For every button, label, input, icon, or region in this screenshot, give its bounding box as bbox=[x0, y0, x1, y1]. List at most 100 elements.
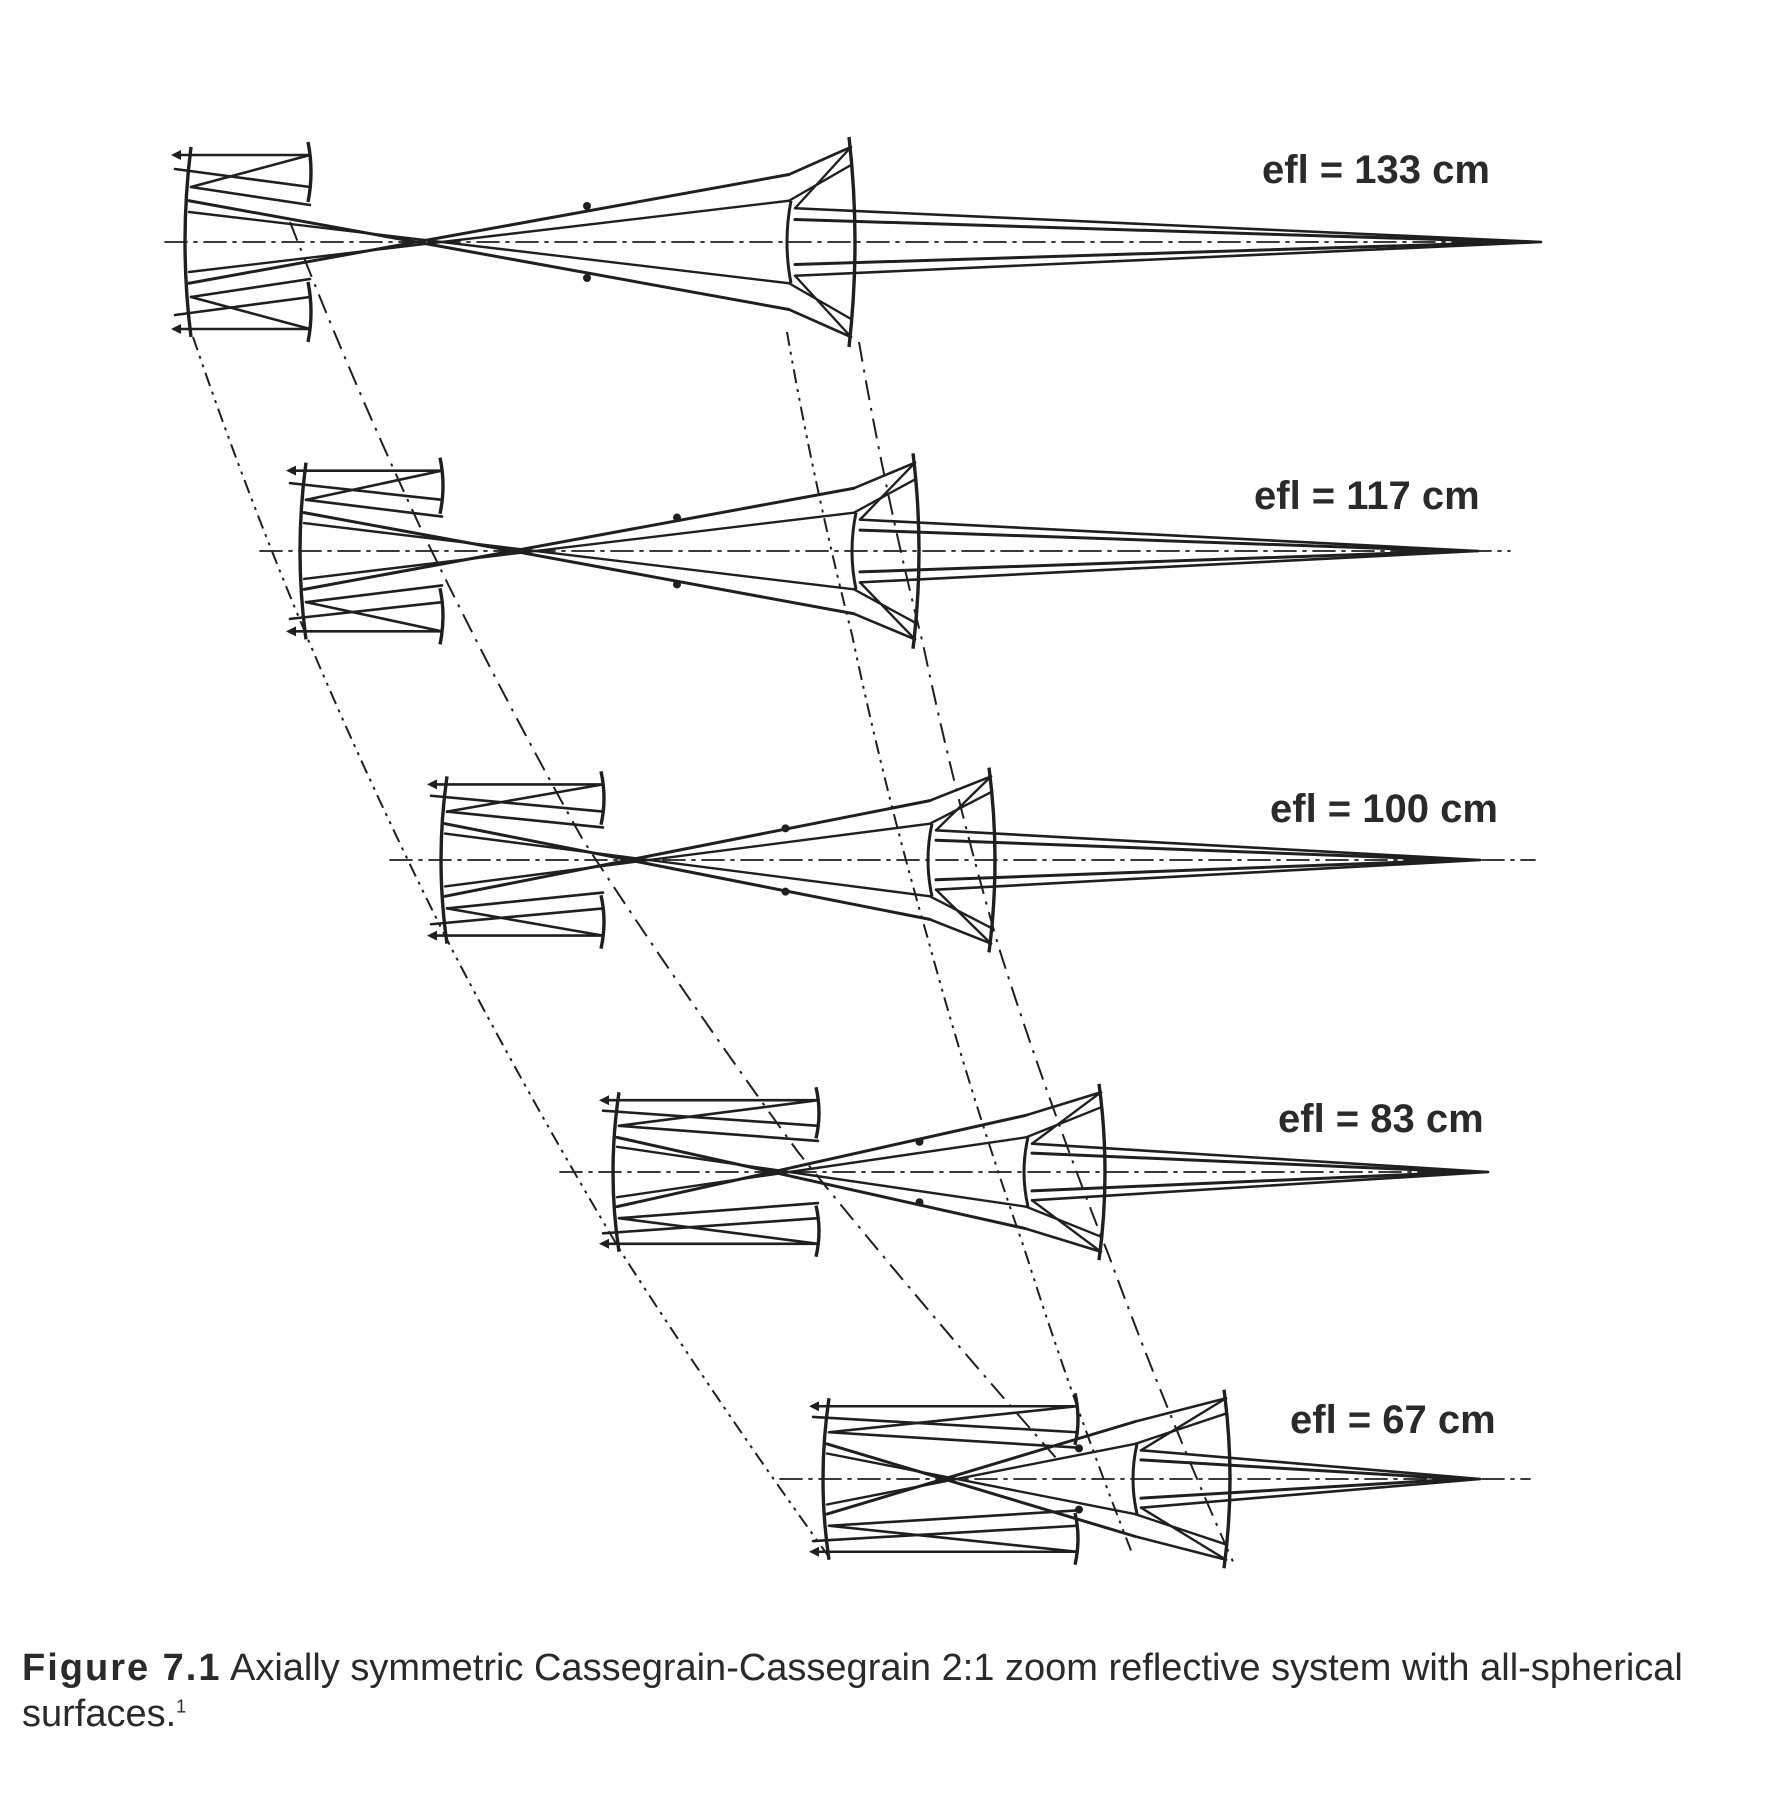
ray-marker bbox=[915, 1198, 924, 1207]
zoom-system-diagram bbox=[164, 136, 1543, 1569]
zoom-configuration-5 bbox=[779, 1389, 1531, 1569]
ray-segment bbox=[445, 891, 605, 910]
ray-to-focus bbox=[1139, 1477, 1462, 1500]
figure-number: Figure 7.1 bbox=[22, 1647, 222, 1689]
zoom-track-4 bbox=[858, 341, 1235, 1565]
ray-cross bbox=[302, 521, 856, 591]
ray-cross bbox=[187, 199, 791, 274]
efl-label-3: efl = 100 cm bbox=[1270, 787, 1498, 831]
ray-fold bbox=[1133, 1512, 1228, 1546]
ray-segment bbox=[189, 153, 312, 189]
ray-cross bbox=[187, 199, 791, 311]
ray-cross bbox=[443, 799, 932, 898]
secondary-mirror-2 bbox=[785, 200, 793, 284]
ray-segment bbox=[811, 1524, 1079, 1543]
zoom-track-3 bbox=[786, 331, 1134, 1556]
ray-marker bbox=[673, 580, 681, 589]
ray-segment bbox=[445, 907, 605, 937]
ray-return bbox=[1030, 1090, 1103, 1145]
ray-marker bbox=[1075, 1505, 1083, 1514]
secondary-mirror-1-upper bbox=[814, 1086, 821, 1139]
secondary-mirror-1-lower bbox=[814, 1205, 821, 1258]
ray-arrow bbox=[809, 1401, 819, 1412]
ray-return bbox=[793, 274, 853, 339]
ray-to-focus bbox=[1139, 1449, 1482, 1481]
configuration-group bbox=[164, 136, 1543, 1569]
ray-marker bbox=[1075, 1444, 1083, 1453]
ray-fold bbox=[928, 918, 993, 945]
ray-to-focus bbox=[934, 828, 1482, 862]
ray-fold bbox=[1024, 1227, 1103, 1254]
ray-fold bbox=[787, 282, 853, 321]
efl-label-5: efl = 67 cm bbox=[1290, 1398, 1496, 1442]
ray-arrow bbox=[171, 324, 181, 334]
ray-fold bbox=[1133, 1535, 1228, 1562]
ray-fold bbox=[787, 308, 853, 339]
ray-arrow bbox=[599, 1238, 609, 1249]
ray-segment bbox=[827, 1404, 1079, 1434]
ray-segment bbox=[288, 600, 444, 621]
ray-to-focus bbox=[1139, 1477, 1482, 1509]
ray-fold bbox=[852, 461, 917, 490]
primary-mirror-2 bbox=[1097, 1083, 1107, 1261]
ray-segment bbox=[304, 498, 444, 518]
ray-cross bbox=[187, 210, 791, 285]
ray-fold bbox=[852, 588, 917, 624]
secondary-mirror-2 bbox=[926, 823, 934, 897]
ray-segment bbox=[445, 783, 605, 813]
ray-cross bbox=[443, 832, 932, 898]
ray-cross bbox=[615, 1136, 1028, 1199]
footnote-marker: 1 bbox=[176, 1696, 187, 1717]
ray-arrow bbox=[286, 465, 296, 476]
ray-cross bbox=[825, 1442, 1137, 1506]
primary-mirror-2 bbox=[987, 767, 997, 953]
ray-to-focus bbox=[934, 838, 1462, 862]
ray-segment bbox=[827, 1524, 1079, 1554]
ray-return bbox=[793, 145, 853, 210]
ray-segment bbox=[827, 1509, 1079, 1528]
ray-arrow bbox=[171, 150, 181, 160]
ray-segment bbox=[189, 185, 312, 207]
ray-segment bbox=[173, 167, 312, 189]
ray-segment bbox=[429, 794, 605, 813]
ray-arrow bbox=[599, 1095, 609, 1106]
ray-segment bbox=[189, 295, 312, 331]
ray-return bbox=[1030, 1199, 1103, 1254]
primary-mirror-1 bbox=[183, 146, 193, 338]
ray-to-focus bbox=[1030, 1142, 1490, 1174]
ray-to-focus bbox=[858, 518, 1480, 553]
secondary-mirror-2 bbox=[1022, 1137, 1030, 1207]
ray-fold bbox=[928, 775, 993, 802]
ray-segment bbox=[429, 907, 605, 926]
ray-cross bbox=[825, 1420, 1137, 1516]
ray-segment bbox=[304, 600, 444, 633]
secondary-mirror-1-upper bbox=[1073, 1392, 1080, 1446]
zoom-track-2 bbox=[289, 221, 1058, 1460]
ray-arrow bbox=[427, 930, 437, 941]
secondary-mirror-1-lower bbox=[1073, 1512, 1080, 1566]
ray-to-focus bbox=[793, 240, 1543, 278]
ray-segment bbox=[288, 481, 444, 502]
zoom-configuration-3 bbox=[389, 767, 1536, 953]
ray-marker bbox=[583, 202, 591, 210]
efl-label-2: efl = 117 cm bbox=[1254, 474, 1480, 518]
ray-fold bbox=[1133, 1412, 1228, 1446]
ray-segment bbox=[601, 1109, 820, 1128]
ray-to-focus bbox=[858, 549, 1480, 584]
ray-to-focus bbox=[1030, 1151, 1470, 1174]
ray-fold bbox=[1024, 1106, 1103, 1139]
ray-segment bbox=[304, 584, 444, 604]
ray-segment bbox=[304, 469, 444, 502]
secondary-mirror-1-upper bbox=[438, 457, 445, 515]
primary-mirror-2 bbox=[847, 136, 857, 348]
ray-segment bbox=[601, 1216, 820, 1235]
ray-return bbox=[1139, 1397, 1228, 1452]
ray-segment bbox=[189, 277, 312, 299]
secondary-mirror-1-lower bbox=[438, 587, 445, 645]
zoom-configuration-1 bbox=[164, 136, 1543, 348]
zoom-configuration-4 bbox=[559, 1083, 1490, 1261]
figure-caption: Figure 7.1 Axially symmetric Cassegrain-… bbox=[22, 1645, 1767, 1737]
secondary-mirror-1-upper bbox=[306, 141, 313, 203]
ray-return bbox=[1139, 1506, 1228, 1561]
ray-to-focus bbox=[858, 528, 1460, 553]
